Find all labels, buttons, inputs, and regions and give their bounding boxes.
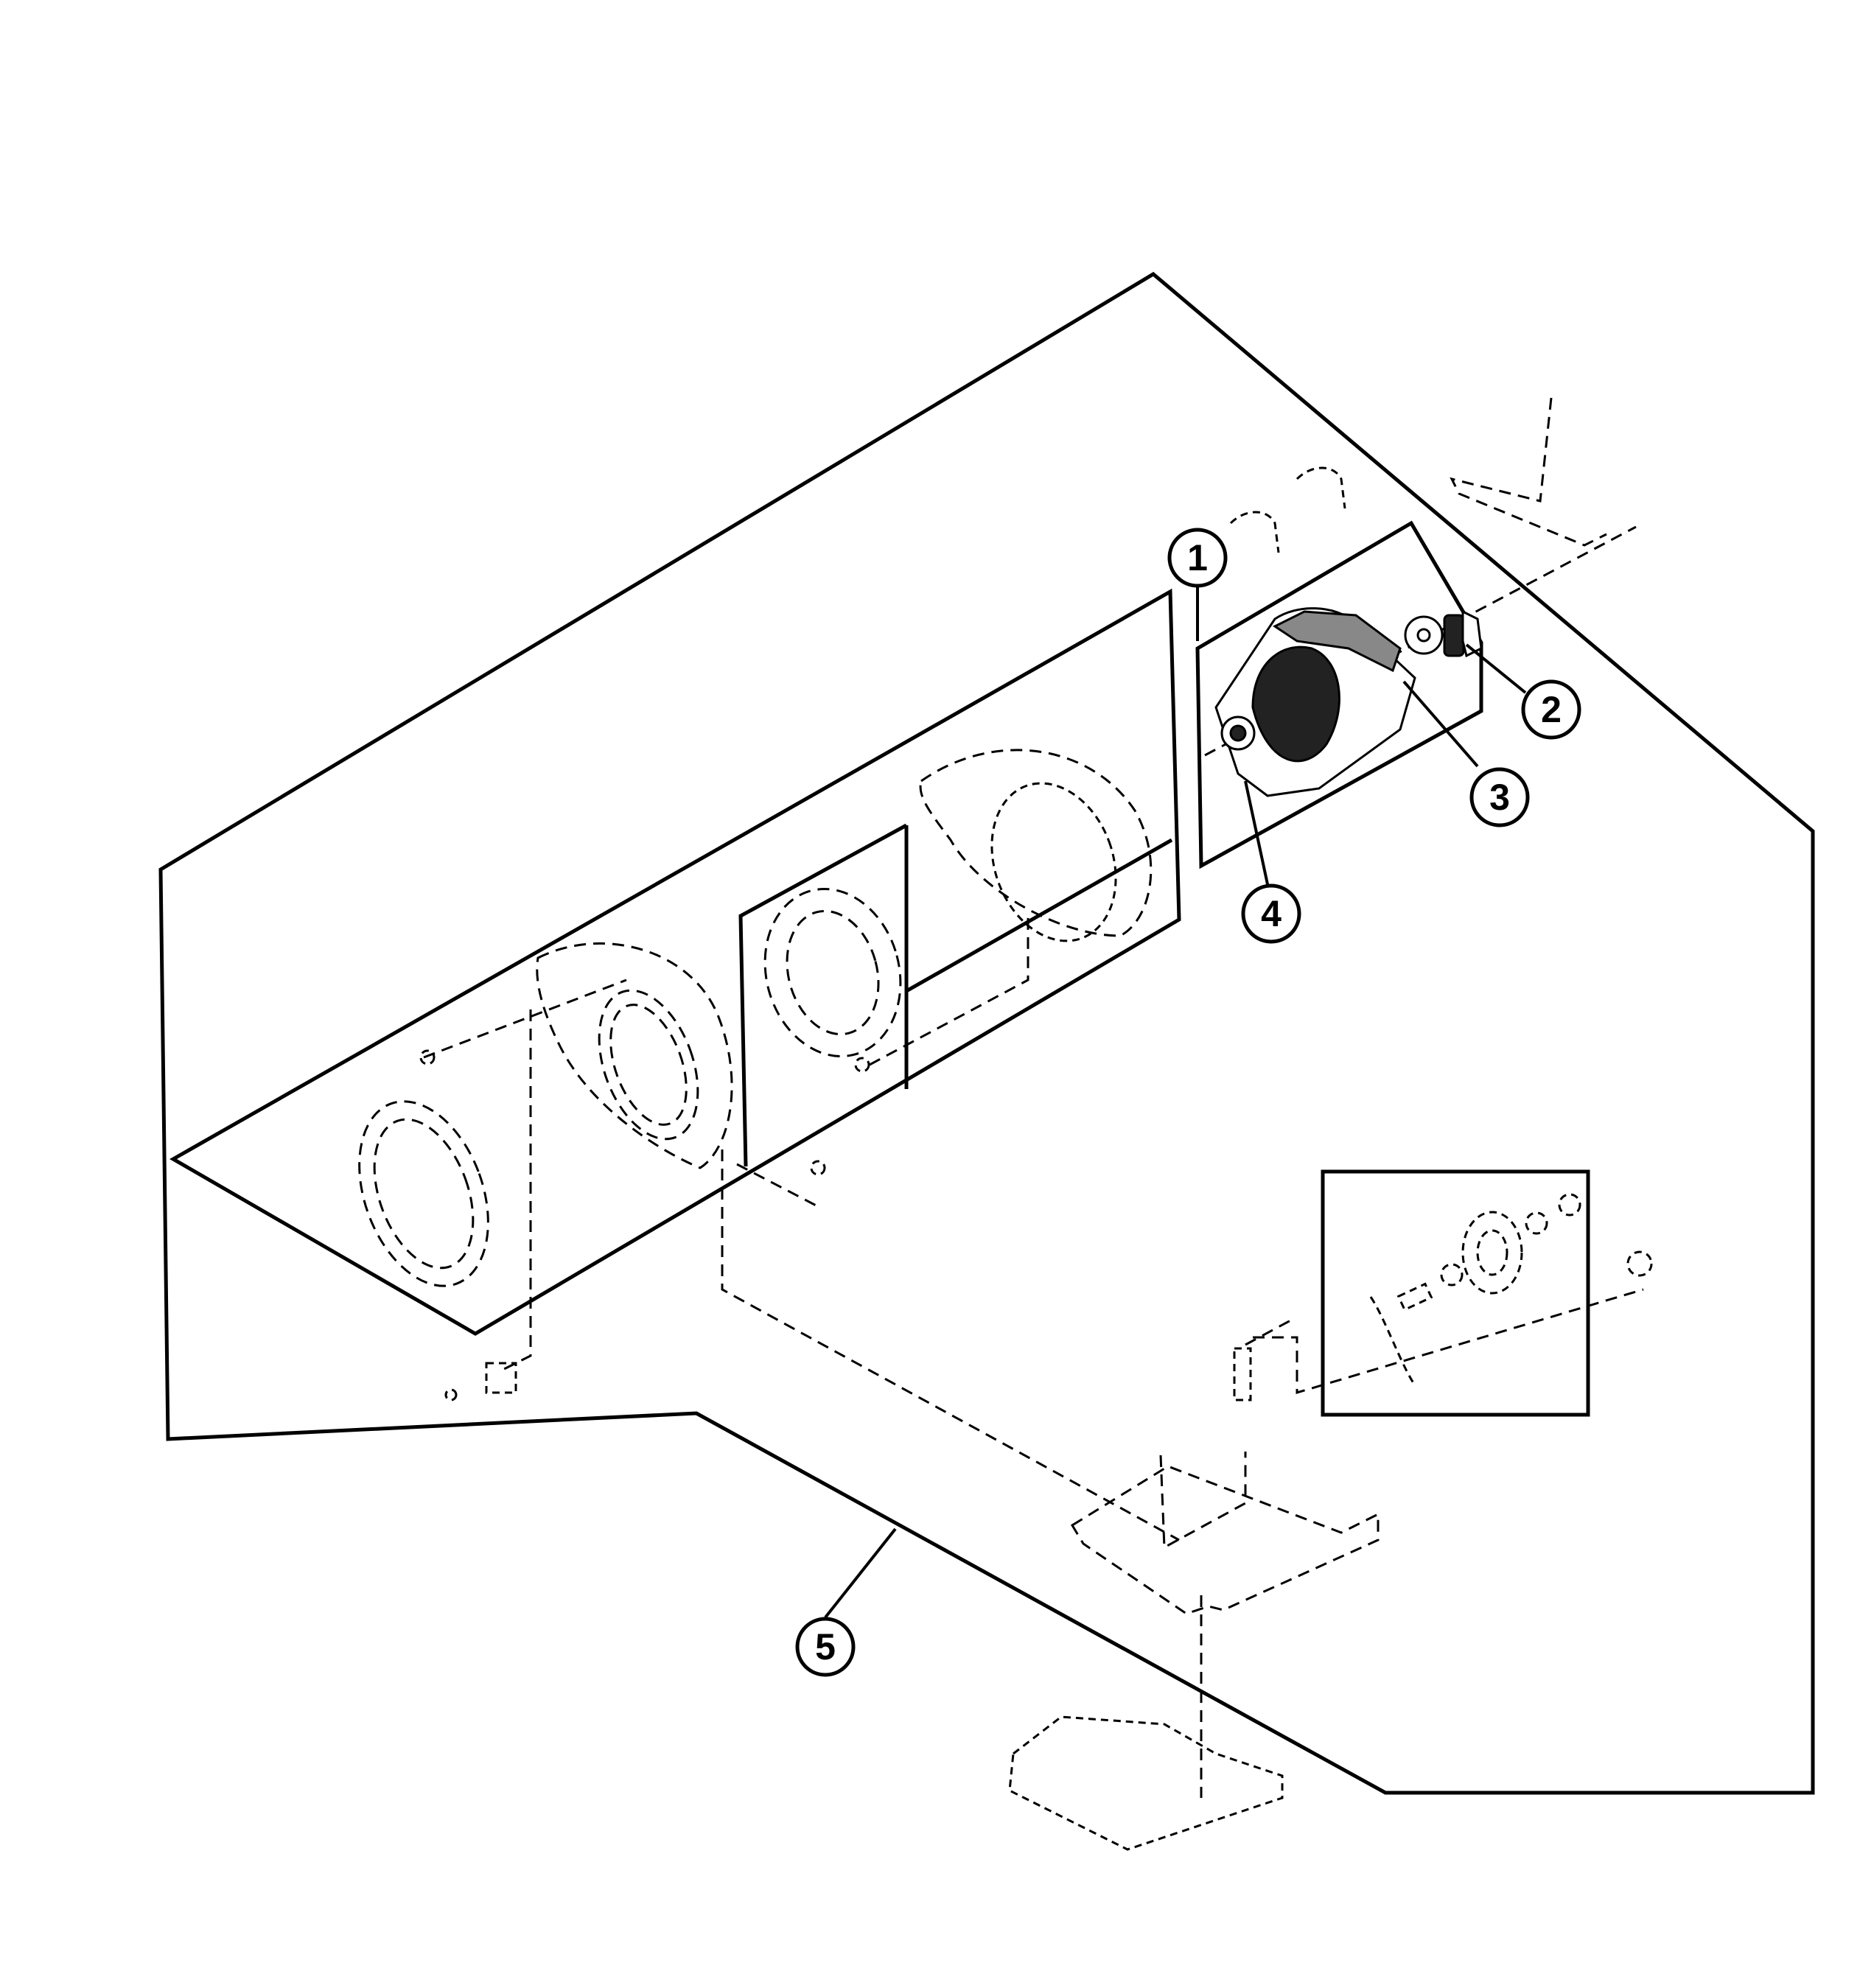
motor-inset — [1195, 520, 1483, 869]
pulley-parts — [1404, 609, 1483, 658]
callout-3: 3 — [1469, 767, 1530, 827]
drum-seal-inner — [373, 1118, 475, 1270]
support-plate — [1008, 1715, 1284, 1851]
assembly-line-c — [721, 1149, 1180, 1541]
assembly-line-b — [500, 1009, 532, 1372]
idler-bolt — [1626, 1250, 1653, 1277]
callout-5-leader — [824, 1527, 897, 1619]
callout-4-leader — [1244, 780, 1269, 885]
motor — [1214, 607, 1416, 797]
callout-2: 2 — [1521, 679, 1581, 740]
clip-top-1 — [1229, 511, 1280, 553]
blower-panel — [169, 588, 1181, 1336]
blower-housing-right — [919, 749, 1153, 937]
blower-wheel-inset — [738, 823, 908, 1167]
idler-washer-2 — [1525, 1211, 1548, 1235]
motor-mount-base — [1070, 1465, 1380, 1615]
blower-outlet-ring — [598, 989, 699, 1141]
callout-1: 1 — [1167, 528, 1228, 588]
callout-2-leader — [1465, 643, 1527, 694]
callout-5: 5 — [795, 1617, 856, 1677]
idler-pulley — [1461, 1211, 1523, 1295]
callout-3-label: 3 — [1489, 777, 1510, 818]
screw-3 — [810, 1160, 826, 1176]
assembly-line-e — [869, 914, 1029, 1066]
idler-inset — [1321, 1169, 1590, 1417]
callout-4-label: 4 — [1261, 893, 1282, 934]
idler-nut — [1558, 1193, 1581, 1217]
blower-housing-ring — [990, 782, 1117, 942]
blower-outlet-ring-inner — [609, 1004, 688, 1126]
motor-mount-arm — [1159, 1452, 1247, 1550]
clip — [485, 1362, 517, 1394]
screw-4 — [444, 1388, 458, 1401]
idler-parts — [1369, 1193, 1653, 1386]
screw-1 — [419, 1049, 436, 1065]
idler-shaft — [1396, 1282, 1433, 1312]
screw-2 — [854, 1057, 870, 1073]
bracket-top-right — [1450, 397, 1607, 547]
idler-arm — [1369, 1296, 1416, 1386]
assembly-line-a — [423, 979, 627, 1059]
callout-4: 4 — [1241, 883, 1301, 944]
housing-outline — [158, 271, 1815, 1795]
idler-washer — [1440, 1263, 1464, 1287]
callout-1-label: 1 — [1187, 537, 1208, 578]
blower-wheel-hub — [786, 909, 880, 1036]
blower-housing-inset — [904, 838, 1173, 1089]
callout-3-leader — [1402, 680, 1479, 768]
callout-5-label: 5 — [815, 1626, 836, 1667]
spring — [1233, 1347, 1252, 1401]
callout-2-label: 2 — [1541, 689, 1562, 730]
assembly-line-idler — [1253, 1288, 1644, 1395]
assembly-line-spring — [1245, 1317, 1294, 1346]
drum-seal-outer — [358, 1100, 489, 1287]
blower-housing-left — [536, 942, 733, 1169]
blower-wheel — [763, 888, 902, 1057]
assembly-line-d — [736, 1163, 822, 1210]
clip-top-2 — [1296, 466, 1346, 509]
